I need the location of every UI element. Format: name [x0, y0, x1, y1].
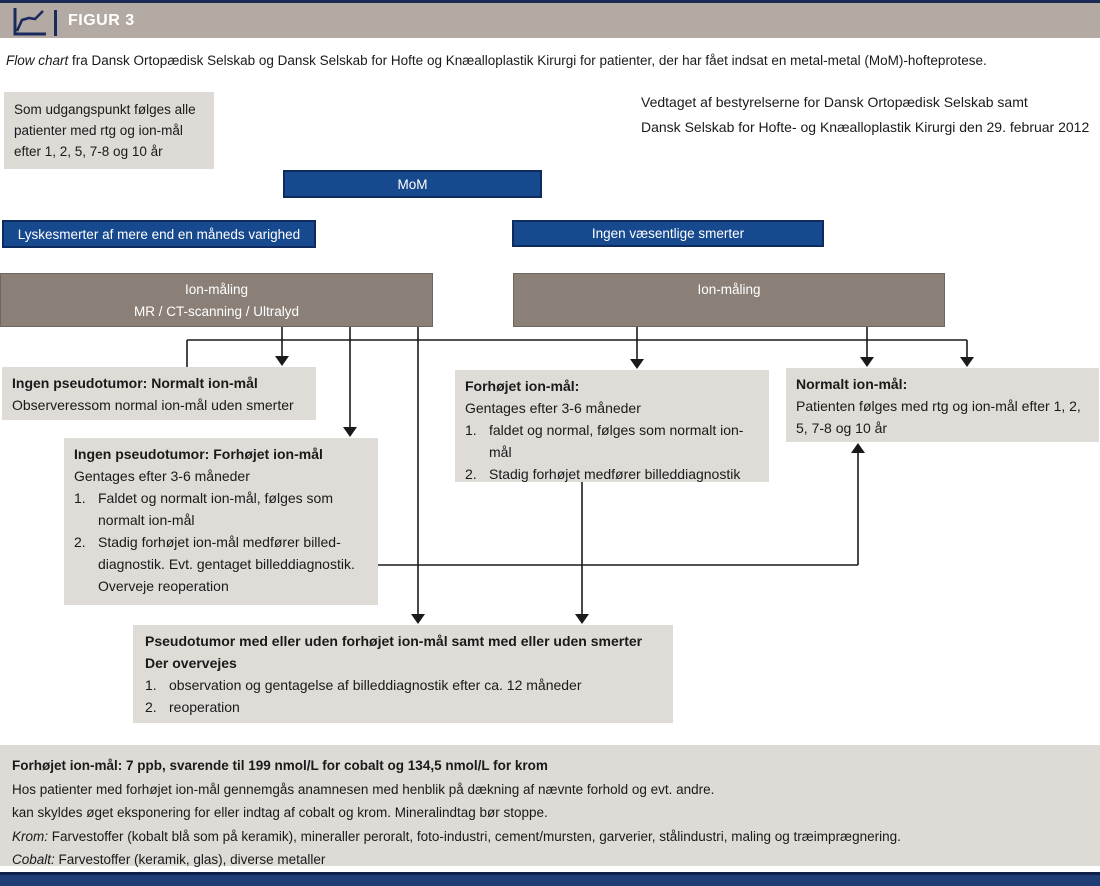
list-item: 1. faldet og normal, følges som normalt …	[465, 419, 759, 463]
node-no-pseudo-elevated-subtitle: Gentages efter 3-6 måneder	[74, 468, 250, 484]
node-no-pain: Ingen væsentlige smerter	[512, 220, 824, 247]
node-no-pseudo-normal-body: Observeressom normal ion-mål uden smerte…	[12, 397, 294, 413]
node-ion-imaging-line1: Ion-måling	[184, 282, 249, 297]
node-no-pseudo-normal-title: Ingen pseudotumor: Normalt ion-mål	[12, 375, 258, 391]
list-item-text: Stadig forhøjet medfører billeddiagnosti…	[489, 466, 741, 482]
footnote-cobalt: Cobalt: Farvestoffer (keramik, glas), di…	[12, 848, 1088, 872]
list-item-text: Stadig forhøjet ion-mål medfører billed-…	[98, 534, 355, 594]
node-pseudotumor-title: Pseudotumor med eller uden forhøjet ion-…	[145, 633, 643, 649]
node-ion-imaging-line2: MR / CT-scanning / Ultralyd	[133, 304, 300, 319]
node-normal: Normalt ion-mål: Patienten følges med rt…	[786, 368, 1099, 442]
caption-rest: fra Dansk Ortopædisk Selskab og Dansk Se…	[68, 53, 987, 68]
footnote-cobalt-label: Cobalt:	[12, 852, 55, 867]
node-ion-imaging: Ion-måling MR / CT-scanning / Ultralyd	[0, 273, 433, 327]
footnote-krom-label: Krom:	[12, 828, 49, 844]
node-pseudotumor-subtitle: Der overvejes	[145, 655, 237, 671]
node-no-pseudo-normal: Ingen pseudotumor: Normalt ion-mål Obser…	[2, 367, 316, 420]
adopted-note-line2: Dansk Selskab for Hofte- og Knæalloplast…	[641, 119, 1090, 135]
footnote-line3: kan skyldes øget eksponering for eller i…	[12, 805, 548, 820]
node-pseudotumor: Pseudotumor med eller uden forhøjet ion-…	[133, 625, 673, 723]
node-mom: MoM	[283, 170, 542, 198]
list-item-number: 2.	[74, 534, 86, 550]
footnote-krom: Krom: Farvestoffer (kobalt blå som på ke…	[12, 825, 1088, 849]
list-item: 2. Stadig forhøjet ion-mål medfører bill…	[74, 531, 368, 597]
footnote-line2: Hos patienter med forhøjet ion-mål genne…	[12, 781, 715, 797]
node-no-pseudo-elevated: Ingen pseudotumor: Forhøjet ion-mål Gent…	[64, 438, 378, 605]
list-item: 2. Stadig forhøjet medfører billeddiagno…	[465, 463, 759, 485]
list-item-number: 1.	[74, 490, 86, 506]
list-item-text: Faldet og normalt ion-mål, følges som no…	[98, 490, 333, 528]
adopted-note-line1: Vedtaget af bestyrelserne for Dansk Orto…	[641, 94, 1028, 110]
bottom-bar	[0, 872, 1100, 886]
footnote-cobalt-text: Farvestoffer (keramik, glas), diverse me…	[54, 852, 326, 867]
list-item-number: 2.	[145, 699, 157, 715]
list-item-text: observation og gentagelse af billeddiagn…	[169, 677, 582, 693]
figure-label: FIGUR 3	[68, 12, 135, 29]
node-normal-title: Normalt ion-mål:	[796, 376, 908, 392]
node-elevated: Forhøjet ion-mål: Gentages efter 3-6 mån…	[455, 370, 769, 482]
list-item-number: 1.	[465, 422, 477, 438]
footnote-panel: Forhøjet ion-mål: 7 ppb, svarende til 19…	[0, 745, 1100, 867]
list-item: 2. reoperation	[145, 696, 663, 718]
footnote-krom-text: Farvestoffer (kobalt blå som på keramik)…	[48, 828, 901, 844]
intro-box: Som udgangspunkt følges alle patienter m…	[4, 92, 214, 169]
node-no-pseudo-elevated-title: Ingen pseudotumor: Forhøjet ion-mål	[74, 446, 323, 462]
caption-italic-lead: Flow chart	[6, 53, 69, 68]
top-rule	[0, 0, 1100, 3]
figure-header-band: FIGUR 3	[0, 3, 1100, 38]
node-ion-only-label: Ion-måling	[697, 282, 761, 297]
node-groin-pain: Lyskesmerter af mere end en måneds varig…	[2, 220, 316, 248]
node-elevated-subtitle: Gentages efter 3-6 måneder	[465, 400, 641, 416]
header-divider	[54, 10, 57, 36]
list-item: 1. Faldet og normalt ion-mål, følges som…	[74, 487, 368, 531]
node-normal-body: Patienten følges med rtg og ion-mål efte…	[796, 398, 1081, 436]
footnote-threshold: Forhøjet ion-mål: 7 ppb, svarende til 19…	[12, 758, 548, 773]
list-item-number: 1.	[145, 677, 157, 693]
figure-caption: Flow chart fra Dansk Ortopædisk Selskab …	[6, 53, 1096, 68]
line-chart-icon	[13, 8, 46, 36]
node-elevated-title: Forhøjet ion-mål:	[465, 378, 580, 394]
adopted-note: Vedtaget af bestyrelserne for Dansk Orto…	[641, 90, 1100, 140]
list-item-text: reoperation	[169, 699, 240, 715]
list-item: 1. observation og gentagelse af billeddi…	[145, 674, 663, 696]
node-ion-only: Ion-måling	[513, 273, 945, 327]
list-item-text: faldet og normal, følges som normalt ion…	[489, 422, 744, 460]
list-item-number: 2.	[465, 466, 477, 482]
